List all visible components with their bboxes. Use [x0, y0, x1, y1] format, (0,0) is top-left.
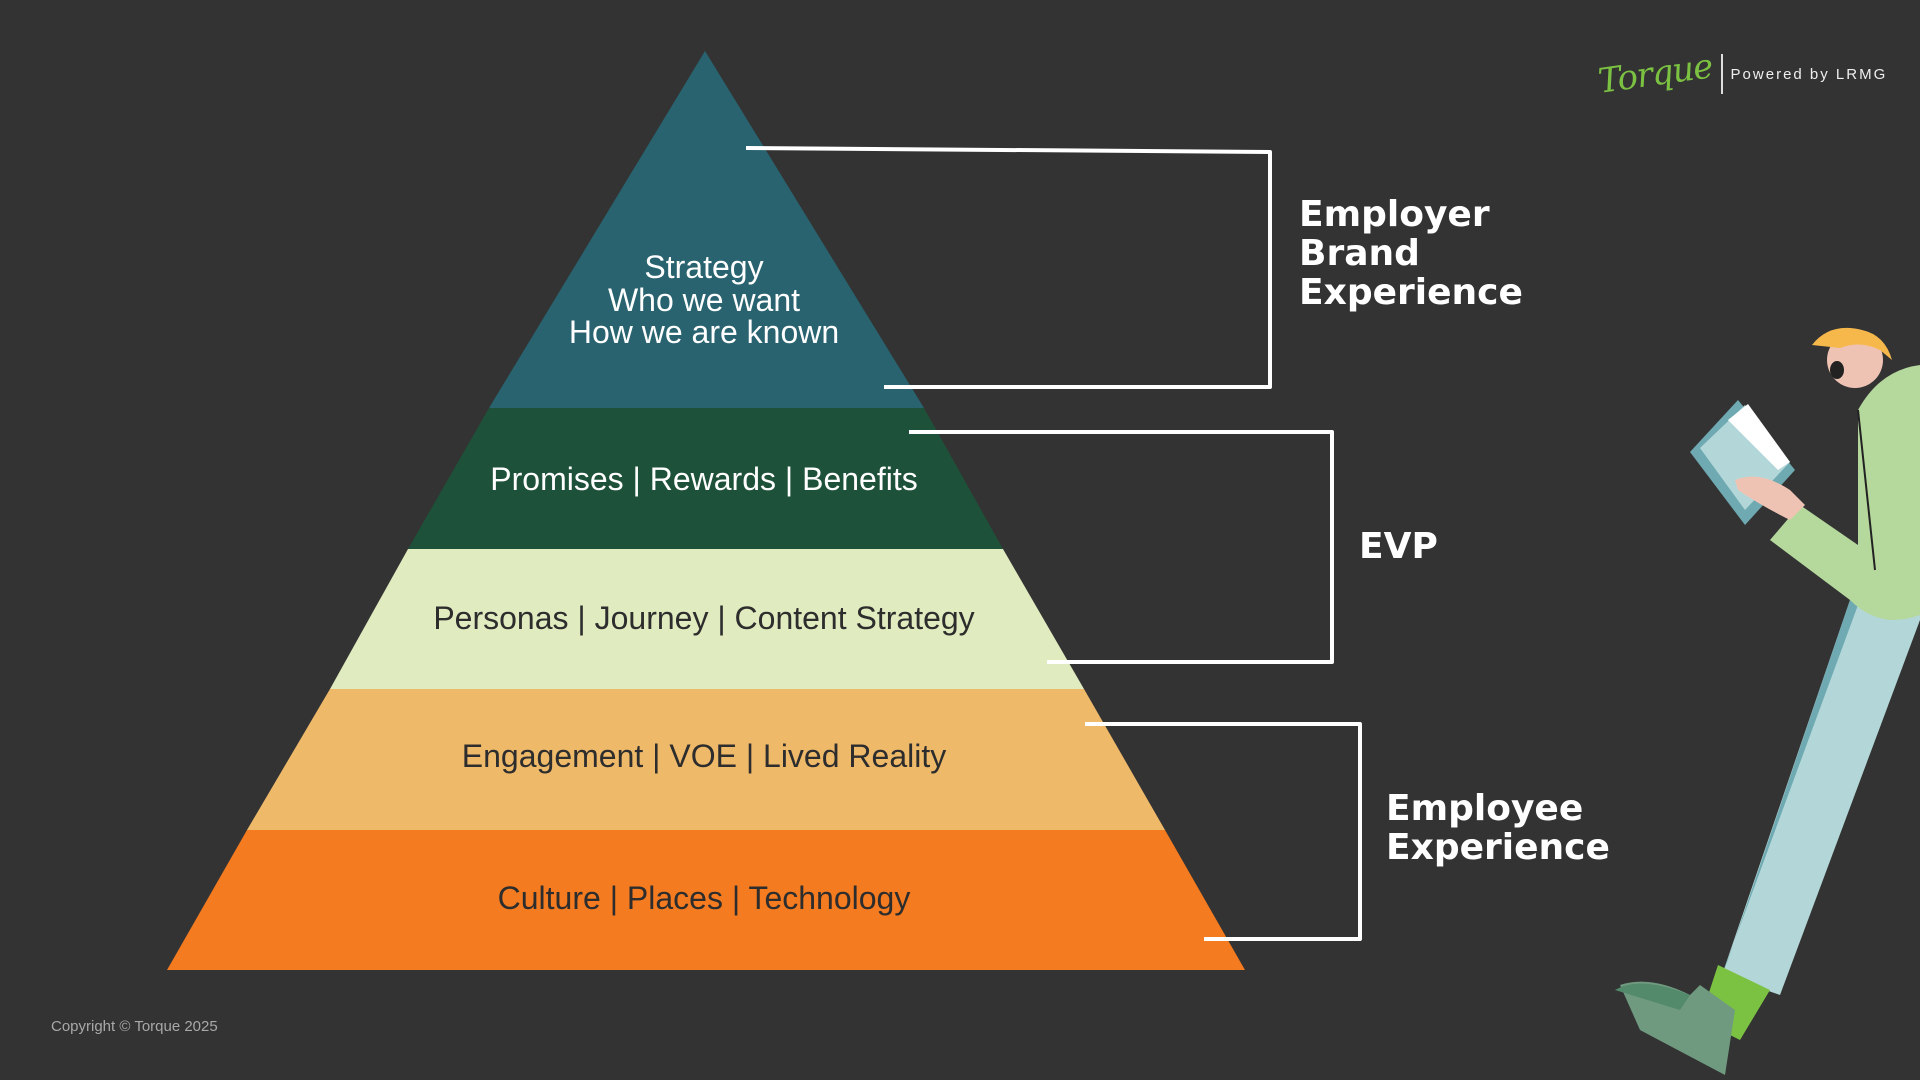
person-reading-illustration: [1615, 327, 1920, 1075]
label-line: Brand: [1299, 233, 1420, 274]
logo-tagline: Powered by LRMG: [1730, 65, 1888, 83]
label-evp: EVP: [1359, 527, 1438, 566]
pyramid-level-strategy: [489, 51, 924, 408]
label-line: Employer: [1299, 194, 1490, 235]
torque-logo: Torque Powered by LRMG: [1596, 46, 1888, 102]
level-strategy-line-1: Strategy: [644, 249, 764, 285]
logo-divider: [1720, 54, 1723, 94]
bracket-employer-brand: [745, 146, 1272, 389]
level-culture-text: Culture | Places | Technology: [497, 880, 911, 916]
pyramid-level-promises: [408, 408, 1003, 549]
label-line: Employee: [1386, 788, 1584, 829]
label-line: Experience: [1299, 272, 1523, 313]
copyright-text: Copyright © Torque 2025: [51, 1018, 218, 1035]
pyramid-level-personas: [330, 549, 1084, 689]
label-employee-experience: Employee Experience: [1386, 789, 1610, 867]
level-engagement-text: Engagement | VOE | Lived Reality: [461, 738, 947, 774]
pyramid-level-culture: [167, 830, 1245, 970]
level-strategy-line-3: How we are known: [568, 314, 840, 350]
level-strategy-line-2: Who we want: [607, 282, 801, 318]
level-personas-text: Personas | Journey | Content Strategy: [433, 600, 975, 636]
pyramid-level-engagement: [247, 689, 1165, 830]
logo-brand: Torque: [1595, 46, 1715, 102]
bracket-employee-experience: [1085, 722, 1362, 941]
label-line: EVP: [1359, 526, 1438, 567]
level-promises-text: Promises | Rewards | Benefits: [490, 461, 918, 497]
label-employer-brand-experience: Employer Brand Experience: [1299, 195, 1523, 312]
label-line: Experience: [1386, 827, 1610, 868]
bracket-evp: [909, 430, 1334, 664]
